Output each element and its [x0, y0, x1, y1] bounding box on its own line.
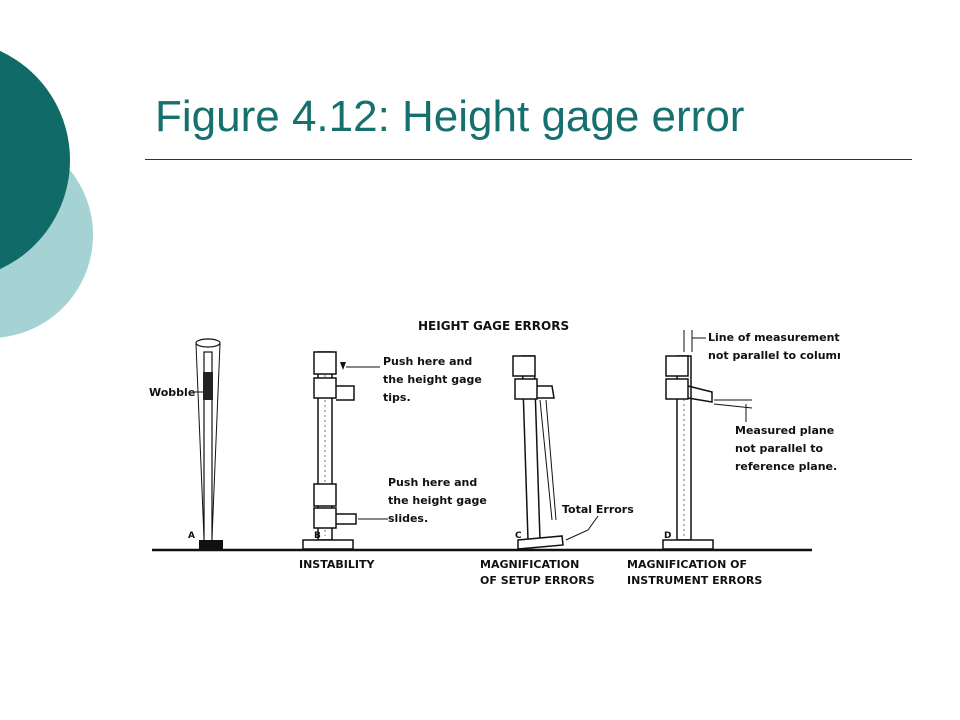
wobble-label: Wobble: [149, 386, 195, 399]
panel-a-gage: [195, 338, 223, 549]
push-top-line-3: tips.: [383, 391, 411, 404]
panel-c-base: [517, 535, 564, 550]
plane-note-3: reference plane.: [735, 460, 837, 473]
panel-c-letter: C: [515, 531, 522, 541]
push-bottom-line-3: slides.: [388, 512, 428, 525]
title-divider: [145, 159, 912, 160]
push-bottom-line-1: Push here and: [388, 476, 477, 489]
panel-a-base: [199, 540, 223, 549]
total-errors-pointer: [565, 515, 599, 541]
total-errors-label: Total Errors: [562, 503, 634, 516]
push-top-line-1: Push here and: [383, 355, 472, 368]
line-note-2: not parallel to column.: [708, 349, 840, 362]
setup-caption-line-1: MAGNIFICATION: [480, 558, 579, 571]
wobble-ellipse: [195, 338, 221, 348]
plane-note-2: not parallel to: [735, 442, 823, 455]
instrument-caption-line-2: INSTRUMENT ERRORS: [627, 574, 762, 587]
panel-a-letter: A: [188, 531, 195, 541]
slide-title: Figure 4.12: Height gage error: [155, 92, 745, 141]
setup-caption-line-2: OF SETUP ERRORS: [480, 574, 595, 587]
push-top-line-2: the height gage: [383, 373, 482, 386]
dark-teal-circle: [0, 50, 70, 270]
instrument-caption-line-1: MAGNIFICATION OF: [627, 558, 747, 571]
figure-drawing: HEIGHT GAGE ERRORS Wobble A: [149, 319, 849, 587]
panel-d-gage: [662, 355, 714, 550]
panel-d-base: [662, 539, 714, 550]
push-bottom-line-2: the height gage: [388, 494, 487, 507]
panel-b-letter: B: [314, 531, 321, 541]
panel-c-gage: [512, 355, 564, 550]
height-gage-errors-figure: HEIGHT GAGE ERRORS Wobble A: [140, 300, 849, 600]
panel-d-letter: D: [664, 531, 671, 541]
figure-heading: HEIGHT GAGE ERRORS: [418, 319, 569, 333]
panel-b-base: [302, 539, 354, 550]
decorative-circles: [0, 50, 93, 338]
plane-note-1: Measured plane: [735, 424, 834, 437]
panel-b-gage: [302, 351, 357, 550]
line-note-1: Line of measurement: [708, 331, 840, 344]
instability-caption: INSTABILITY: [299, 558, 375, 571]
